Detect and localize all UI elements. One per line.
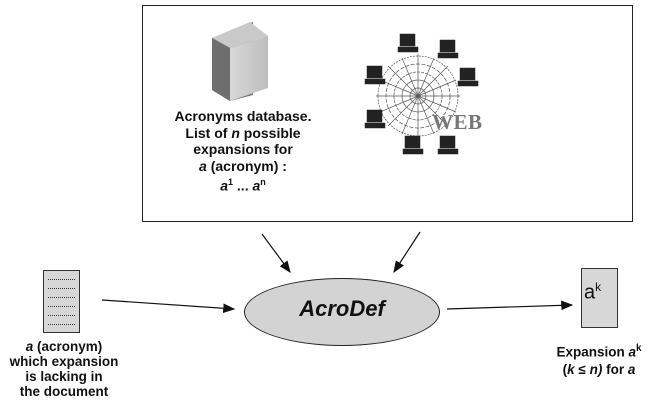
acrodef-node (244, 278, 440, 346)
computer-icon (397, 33, 419, 53)
document-line (48, 279, 75, 280)
caption-text: Expansion (556, 344, 629, 360)
database-icon (212, 22, 268, 101)
caption-text: for (602, 361, 628, 377)
acrodef-label: AcroDef (299, 296, 385, 321)
expansion-box (581, 268, 618, 328)
input-caption-line: a (acronym) (2, 339, 126, 354)
expansion-base: a (584, 281, 596, 304)
caption-variable-a: a (252, 177, 261, 194)
web-icon (364, 33, 479, 155)
caption-superscript: k (635, 343, 642, 354)
caption-text: (acronym) (33, 339, 103, 354)
caption-superscript: n (260, 177, 266, 187)
input-caption-line: the document (19, 384, 109, 399)
caption-variable-a: a (627, 361, 636, 377)
database-caption-line: List of n possible (148, 125, 338, 142)
output-caption: Expansion ak (k ≤ n) for a (545, 340, 653, 378)
arrow-document-to-acrodef (101, 299, 236, 314)
caption-superscript: 1 (228, 177, 234, 187)
expansion-superscript: k (595, 280, 602, 294)
caption-text: ... (233, 177, 253, 194)
computer-icon (457, 67, 479, 87)
input-caption: a (acronym) which expansion is lacking i… (2, 339, 126, 399)
caption-variable-a: a (220, 177, 229, 194)
input-caption-line: is lacking in (25, 369, 103, 384)
computer-icon (364, 109, 386, 129)
database-caption-line: a1 ... an (148, 174, 338, 194)
arrow-web-to-acrodef (393, 231, 421, 274)
spider-web (376, 54, 460, 138)
arrow-acrodef-to-expansion (446, 300, 574, 311)
computer-icon (437, 135, 459, 155)
caption-text: (acronym) : (206, 157, 287, 174)
document-line (48, 324, 75, 325)
database-caption-line: a (acronym) : (148, 158, 338, 175)
document-line (48, 288, 75, 289)
output-caption-line: (k ≤ n) for a (545, 361, 653, 378)
database-caption: Acronyms database. List of n possible ex… (148, 108, 338, 194)
caption-variable-n: n (231, 124, 240, 141)
computer-icon (364, 65, 386, 85)
caption-variable-a: a (199, 157, 207, 174)
database-caption-line: expansions for (193, 141, 293, 157)
web-label: WEB (432, 110, 483, 134)
caption-text: ≤ (574, 361, 590, 377)
input-caption-line: which expansion (9, 354, 119, 369)
caption-text: possible (239, 124, 301, 141)
database-caption-line: Acronyms database. (174, 108, 312, 124)
caption-variable-n: n) (589, 361, 603, 377)
output-caption-line: Expansion ak (545, 340, 653, 361)
caption-text: List of (185, 124, 232, 141)
arrow-database-to-acrodef (261, 233, 291, 273)
document-line (48, 315, 75, 316)
computer-icon (402, 135, 424, 155)
caption-variable-k: k (567, 361, 575, 377)
document-line (48, 297, 75, 298)
computer-icon (437, 39, 459, 59)
expansion-glyph: ak (584, 280, 601, 305)
caption-variable-a: a (628, 344, 636, 360)
caption-text: ( (562, 361, 568, 377)
document-line (48, 306, 75, 307)
document-icon (43, 270, 80, 333)
caption-variable-a: a (25, 339, 34, 354)
